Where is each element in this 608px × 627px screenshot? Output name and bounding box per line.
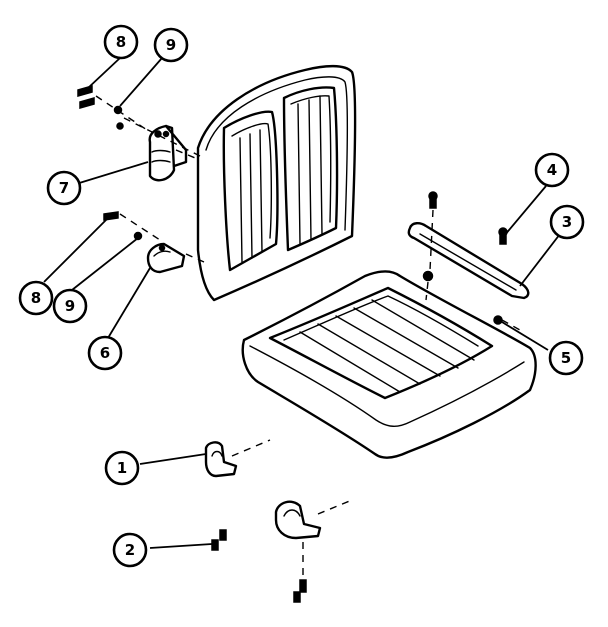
callout-label: 2 <box>125 541 135 559</box>
bracket-lower <box>274 500 322 540</box>
hinge-7 <box>148 124 188 182</box>
callout-label: 4 <box>547 161 557 179</box>
callout-label: 5 <box>561 349 571 367</box>
hinge-6 <box>146 242 186 274</box>
callout-label: 9 <box>166 36 176 54</box>
callout-2: 2 <box>112 532 148 568</box>
callout-label: 3 <box>562 213 572 231</box>
callout-6: 6 <box>87 335 123 371</box>
callout-9-upper: 9 <box>153 27 189 63</box>
seat-back <box>196 64 357 302</box>
callout-label: 7 <box>59 179 69 197</box>
callout-label: 8 <box>116 33 126 51</box>
callout-label: 6 <box>100 344 110 362</box>
callout-3: 3 <box>549 204 585 240</box>
brace-3 <box>407 222 530 300</box>
callout-1: 1 <box>104 450 140 486</box>
callout-7: 7 <box>46 170 82 206</box>
callout-5: 5 <box>548 340 584 376</box>
callout-8-lower: 8 <box>18 280 54 316</box>
fasteners <box>77 85 508 603</box>
callout-label: 8 <box>31 289 41 307</box>
leader-lines <box>43 57 561 549</box>
callout-9-lower: 9 <box>52 288 88 324</box>
seat-cushion <box>241 270 537 459</box>
callout-label: 1 <box>117 459 127 477</box>
callout-8-upper: 8 <box>103 24 139 60</box>
bracket-1 <box>204 441 238 478</box>
alignment-lines <box>95 95 521 576</box>
callout-4: 4 <box>534 152 570 188</box>
callout-label: 9 <box>65 297 75 315</box>
